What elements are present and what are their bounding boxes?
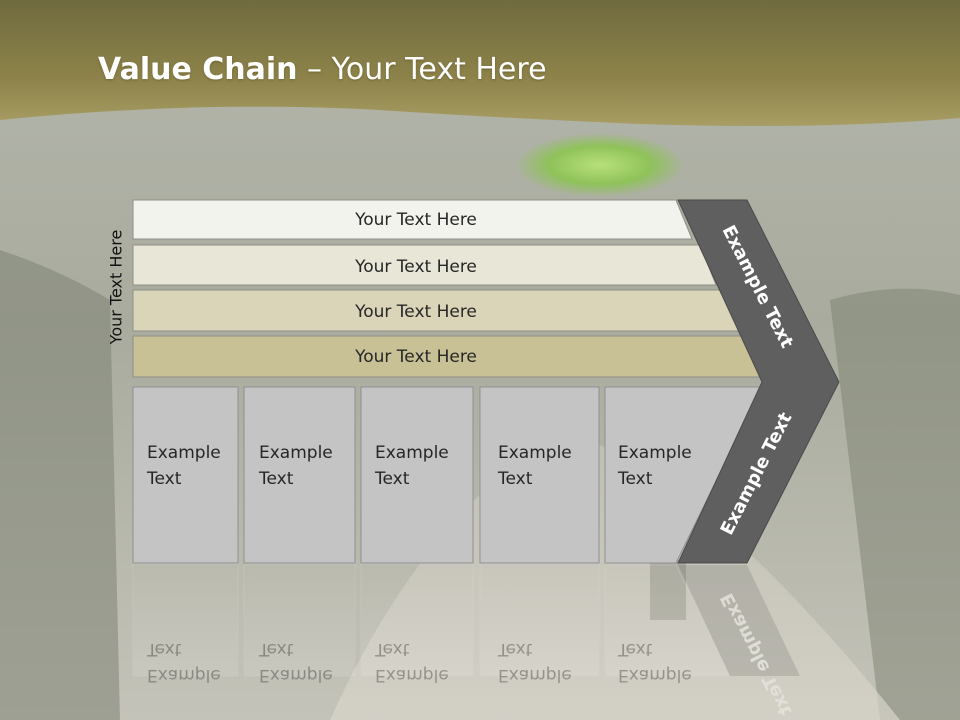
refl-box-5-line1: Example (618, 665, 692, 685)
band-4-label: Your Text Here (354, 347, 477, 367)
box-2-line2: Text (258, 469, 294, 489)
refl-box-2-line2: Text (258, 639, 294, 659)
refl-box-1-line1: Example (147, 665, 221, 685)
box-5-line1: Example (618, 443, 692, 463)
band-2 (132, 244, 717, 286)
box-1-line1: Example (147, 443, 221, 463)
chevron-arrow (677, 199, 840, 564)
box-2-line1: Example (259, 443, 333, 463)
activity-box-5 (604, 386, 763, 564)
title-bold: Value Chain (98, 52, 298, 87)
reflection: Text Example Text Example Text Example T… (132, 563, 800, 719)
box-5-line2: Text (617, 469, 653, 489)
band-3-label: Your Text Here (354, 302, 477, 322)
refl-box-5-line2: Text (617, 639, 653, 659)
activity-box-1 (132, 386, 239, 564)
box-1-line2: Text (146, 469, 182, 489)
refl-box-4-line2: Text (497, 639, 533, 659)
slide-title: Value Chain – Your Text Here (98, 52, 547, 87)
box-3-line2: Text (374, 469, 410, 489)
refl-box-2-line1: Example (259, 665, 333, 685)
band-2-label: Your Text Here (354, 257, 477, 277)
refl-box-4-line1: Example (498, 665, 572, 685)
box-4-line2: Text (497, 469, 533, 489)
box-4-line1: Example (498, 443, 572, 463)
activity-box-3 (360, 386, 474, 564)
activity-box-4 (479, 386, 600, 564)
box-3-line1: Example (375, 443, 449, 463)
activity-box-2 (243, 386, 356, 564)
refl-box-3-line1: Example (375, 665, 449, 685)
title-rest: – Your Text Here (297, 52, 547, 87)
band-1 (132, 199, 693, 240)
band-1-label: Your Text Here (354, 210, 477, 230)
refl-box-3-line2: Text (374, 639, 410, 659)
refl-box-1-line2: Text (146, 639, 182, 659)
